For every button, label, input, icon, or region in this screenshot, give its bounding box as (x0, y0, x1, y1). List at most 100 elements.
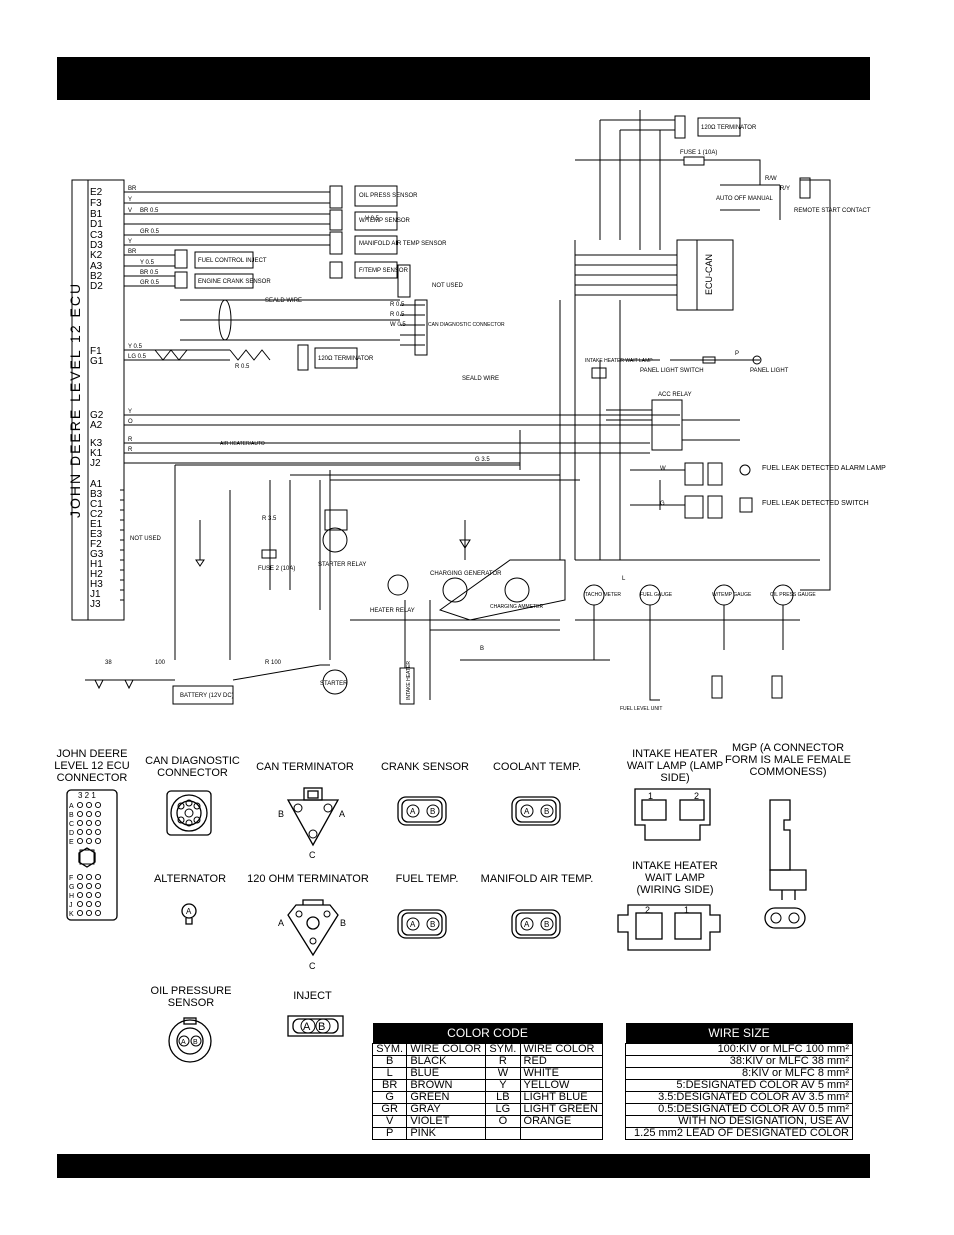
ecu-block: JOHN DEERE LEVEL 12 ECU E2F3B1D1C3D3K2A3… (67, 179, 125, 621)
color-code-cell: YELLOW (519, 1079, 604, 1092)
table-row: 1.25 mm2 LEAD OF DESIGNATED COLOR (625, 1127, 853, 1140)
fuel-temp-drawing: A B (397, 909, 447, 939)
oil-press-drawing: A B (168, 1017, 212, 1063)
fuel-temp-pin-a: A (410, 920, 416, 929)
lamp-side-legend-label: INTAKE HEATER WAIT LAMP (LAMP SIDE) (626, 748, 724, 784)
jd-pin (85, 801, 93, 809)
manifold-sensor-label: MANIFOLD AIR TEMP SENSOR (359, 241, 447, 247)
crank-pin-b: B (430, 807, 435, 816)
jd-pin (85, 909, 93, 917)
color-code-cell: P (371, 1127, 408, 1140)
auto-off-manual-label: AUTO OFF MANUAL (716, 196, 774, 202)
ohm-term-pin-c: C (309, 961, 316, 971)
oil-press-sensor-label: OIL PRESS SENSOR (359, 193, 418, 199)
wire-label: Y (128, 409, 132, 415)
acc-relay-label: ACC RELAY (658, 392, 692, 398)
jd-row-letter: H (69, 893, 74, 900)
jd-pin (94, 819, 102, 827)
manifold-drawing: A B (511, 909, 561, 939)
jd-pin (76, 819, 84, 827)
fuel-gauge-label: FUEL GAUGE (640, 592, 673, 598)
can-term-pin-b: B (278, 809, 284, 819)
footer-bar (57, 1154, 870, 1178)
can-diag-legend-label: CAN DIAGNOSTIC CONNECTOR (145, 755, 240, 779)
inject-pin-a: A (303, 1021, 311, 1033)
fuel-control-label: FUEL CONTROL INJECT (198, 258, 267, 264)
jd-pin (94, 810, 102, 818)
color-code-cell: Y (485, 1079, 521, 1092)
color-code-cell: V (371, 1115, 408, 1128)
starter-label: STARTER (320, 681, 348, 687)
ohm-term-drawing: A B C (278, 899, 346, 971)
wire-label: Y (128, 197, 132, 203)
oil-press-gauge-label: OIL PRESS GAUGE (770, 592, 816, 598)
ecu-label: JOHN DEERE LEVEL 12 ECU (67, 282, 83, 518)
color-code-cell: B (371, 1055, 408, 1068)
header-bar (57, 57, 870, 100)
jd-pin (85, 900, 93, 908)
mgp-legend-label: MGP (A CONNECTOR FORM IS MALE FEMALE COM… (725, 742, 851, 778)
wire-label: Y 0.5 (128, 344, 143, 350)
coolant-drawing: A B (511, 796, 561, 826)
color-code-cell: G (371, 1091, 408, 1104)
wire-size-title: WIRE SIZE (625, 1023, 853, 1044)
jd-cols-label: 3 2 1 (78, 791, 96, 800)
can-term-pin-a: A (339, 809, 345, 819)
wire-size-cell: WITH NO DESIGNATION, USE AV (625, 1115, 853, 1128)
table-row: WITH NO DESIGNATION, USE AV (625, 1115, 853, 1128)
can-diag-drawing (166, 790, 212, 836)
ecu-pin-j3: J3 (90, 599, 101, 610)
ecu-pin-d1: D1 (90, 219, 103, 230)
wire-size-cell: 100:KIV or MLFC 100 mm² (625, 1043, 853, 1056)
wire-label: P (735, 351, 739, 357)
jd-pin (94, 828, 102, 836)
wire-label: V 0.5 (365, 216, 380, 222)
jd-pin (85, 819, 93, 827)
jd-row-letter: C (69, 821, 74, 828)
intake-lamp-label: INTAKE HEATER WAIT LAMP (585, 358, 653, 364)
alternator-legend-label: ALTERNATOR (153, 873, 227, 885)
fuel-temp-pin-b: B (430, 920, 435, 929)
manifold-legend-label: MANIFOLD AIR TEMP. (480, 873, 594, 885)
color-code-cell: LIGHT GREEN (519, 1103, 604, 1116)
jd-row-letter: J (69, 902, 73, 909)
crank-drawing: A B (397, 796, 447, 826)
ecu-pin-a1: A1 (90, 479, 103, 490)
ecu-pin-h3: H3 (90, 579, 103, 590)
lamp-side-drawing: 1 2 (634, 788, 711, 841)
wire-label: BR 0.5 (140, 208, 159, 214)
color-code-cell: WHITE (519, 1067, 604, 1080)
coolant-legend-label: COOLANT TEMP. (492, 761, 582, 773)
wire-label: R (128, 437, 133, 443)
wire-label: GR 0.5 (140, 229, 160, 235)
inject-pin-b: B (318, 1021, 325, 1033)
jd-pin (85, 810, 93, 818)
table-row: 38:KIV or MLFC 38 mm² (625, 1055, 853, 1068)
color-code-cell: ORANGE (519, 1115, 604, 1128)
wire-label: R 0.5 (235, 364, 250, 370)
alternator-pin-a: A (186, 907, 192, 916)
wire-label: BR (128, 249, 137, 255)
manifold-pin-a: A (524, 920, 530, 929)
jd-pin (76, 873, 84, 881)
wire-label: V (128, 208, 132, 214)
ecu-pin-b3: B3 (90, 489, 103, 500)
oil-press-pin-a: A (181, 1039, 186, 1046)
wiring-side-legend-label: INTAKE HEATER WAIT LAMP (WIRING SIDE) (632, 860, 718, 896)
wire-label: B (480, 646, 484, 652)
jd-row-letter: B (69, 812, 74, 819)
crank-pin-a: A (410, 807, 416, 816)
color-code-header: SYM. (371, 1043, 408, 1056)
color-code-cell: BLUE (406, 1067, 487, 1080)
component-labels: OIL PRESS SENSOR W/TEMP SENSOR MANIFOLD … (130, 125, 886, 712)
jd-pin-grid-top (76, 801, 102, 845)
coolant-pin-a: A (524, 807, 530, 816)
jd-pin (76, 837, 84, 845)
jd-pin (94, 882, 102, 890)
wire-label: G (660, 501, 665, 507)
w-temp-gauge-label: W/TEMP GAUGE (712, 592, 752, 598)
